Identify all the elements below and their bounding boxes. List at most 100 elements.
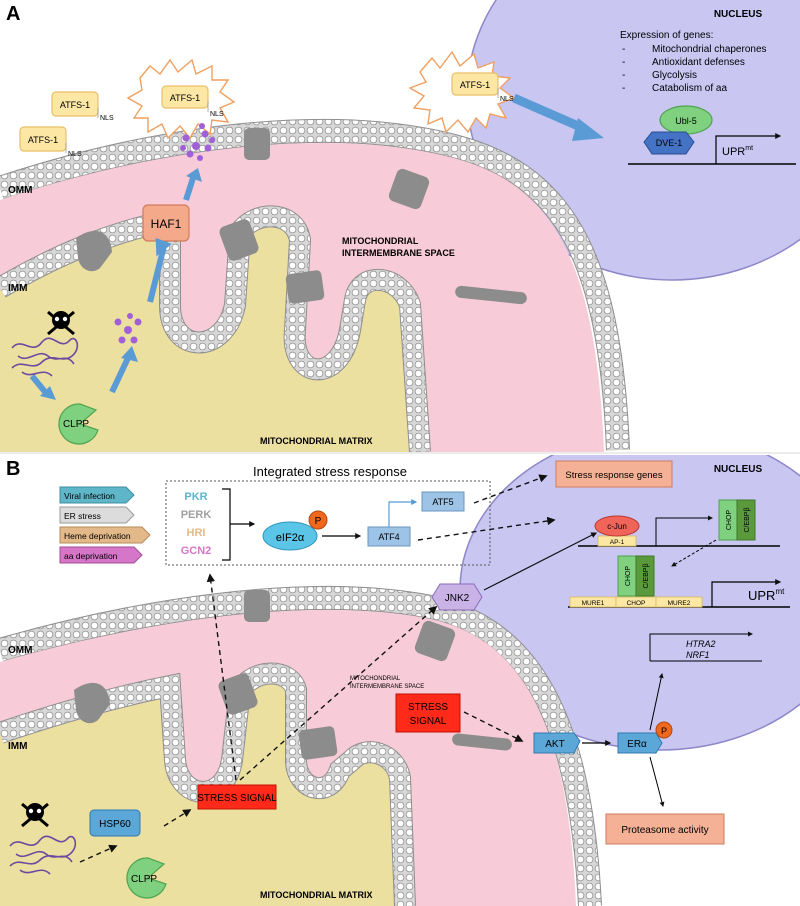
- era: ERα P: [617, 721, 673, 754]
- svg-text:eIF2α: eIF2α: [276, 532, 305, 544]
- chop-cebpb-1: CHOP C/EBPβ: [718, 499, 756, 541]
- gene-list-a: Expression of genes: - Mitochondrial cha…: [620, 30, 767, 94]
- stimulus-aa: aa deprivation: [59, 546, 143, 564]
- svg-text:ERα: ERα: [627, 739, 647, 750]
- atfs1-starburst-mito: ATFS-1 NLS: [126, 58, 236, 140]
- gene-item: Catabolism of aa: [652, 83, 727, 94]
- svg-text:AP-1: AP-1: [610, 539, 625, 546]
- svg-text:MURE2: MURE2: [668, 600, 691, 607]
- dashed-arrows-b: [79, 474, 556, 863]
- omm-protein-1: [244, 128, 270, 160]
- nrf1: NRF1: [686, 650, 710, 660]
- stress-signal-ims: STRESS SIGNAL: [395, 693, 461, 733]
- omm-protein-b-1: [244, 590, 270, 622]
- svg-text:P: P: [315, 516, 322, 527]
- clpp-protease-a: CLPP: [58, 403, 99, 445]
- haf1-transporter: HAF1: [142, 204, 190, 242]
- atfs1-cytosol-1: ATFS-1 NLS: [51, 91, 114, 122]
- genes-title: Expression of genes:: [620, 30, 713, 41]
- atf5: ATF5: [421, 491, 465, 512]
- svg-text:-: -: [622, 57, 625, 68]
- kinase-gcn2: GCN2: [181, 545, 212, 557]
- chop-cebpb-2: CHOP C/EBPβ: [617, 555, 655, 597]
- gene-item: Glycolysis: [652, 70, 697, 81]
- skull-icon-b: [21, 802, 49, 828]
- svg-text:-: -: [622, 83, 625, 94]
- svg-text:MURE1: MURE1: [582, 600, 605, 607]
- svg-text:HAF1: HAF1: [151, 217, 182, 231]
- misfolded-protein-icon: [11, 337, 79, 377]
- nucleus-label-b: NUCLEUS: [714, 464, 763, 475]
- clpp-protease-b: CLPP: [126, 857, 167, 899]
- gene-item: Antioxidant defenses: [652, 57, 745, 68]
- svg-text:ATF4: ATF4: [378, 532, 399, 542]
- misfolded-protein-icon-b: [9, 835, 77, 875]
- htra2: HTRA2: [686, 639, 716, 649]
- svg-text:C/EBPβ: C/EBPβ: [744, 507, 751, 532]
- svg-text:ATFS-1: ATFS-1: [60, 100, 90, 110]
- imm-label-a: IMM: [8, 283, 27, 294]
- svg-text:CLPP: CLPP: [63, 419, 89, 430]
- svg-text:-: -: [622, 44, 625, 55]
- gene-item: Mitochondrial chaperones: [652, 44, 767, 55]
- svg-text:SIGNAL: SIGNAL: [410, 716, 447, 727]
- stimulus-viral: Viral infection: [59, 486, 135, 504]
- arrow-jnk2-cjun: [483, 532, 598, 591]
- svg-text:ATFS-1: ATFS-1: [460, 80, 490, 90]
- arrow-upr-b: [711, 579, 782, 607]
- matrix-b: [0, 673, 405, 906]
- svg-text:NLS: NLS: [68, 151, 82, 158]
- ims-label-a-2: INTERMEMBRANE SPACE: [342, 248, 455, 258]
- matrix-label-a: MITOCHONDRIAL MATRIX: [260, 436, 373, 446]
- matrix-a: [0, 216, 420, 452]
- svg-text:DVE-1: DVE-1: [656, 138, 683, 148]
- flow-arrows-a: [29, 93, 604, 400]
- stress-signal-matrix: STRESS SIGNAL: [197, 784, 277, 810]
- dve1: [643, 131, 695, 155]
- svg-text:STRESS: STRESS: [408, 702, 448, 713]
- ims-label-b-1: MITOCHONDRIAL: [350, 676, 401, 682]
- svg-text:ER stress: ER stress: [64, 511, 101, 521]
- svg-text:STRESS SIGNAL: STRESS SIGNAL: [197, 793, 277, 804]
- skull-icon: [47, 310, 75, 336]
- phospho-era-icon: [655, 721, 673, 739]
- imm-protein-b-4: [452, 733, 512, 751]
- atfs1-starburst-nucleus: ATFS-1 NLS: [408, 50, 516, 134]
- arrow-chop-down: [671, 539, 717, 567]
- imm-protein-4: [455, 285, 527, 305]
- isr-title: Integrated stress response: [253, 464, 407, 479]
- kinase-pkr: PKR: [184, 491, 207, 503]
- stimulus-er: ER stress: [59, 506, 135, 524]
- kinase-bracket: [222, 488, 254, 561]
- svg-text:NLS: NLS: [500, 96, 514, 103]
- kinase-perk: PERK: [181, 509, 212, 521]
- svg-text:c-Jun: c-Jun: [607, 522, 627, 531]
- nucleus-label-a: NUCLEUS: [714, 9, 763, 20]
- arrow-era-genes: [649, 673, 664, 731]
- phospho-icon: [308, 510, 328, 530]
- svg-text:Proteasome activity: Proteasome activity: [621, 825, 708, 836]
- ims-label-b-2: INTERMEMBRANE SPACE: [350, 684, 424, 690]
- svg-text:CHOP: CHOP: [627, 600, 646, 607]
- svg-text:ATF5: ATF5: [432, 497, 453, 507]
- stimulus-heme: Heme deprivation: [59, 526, 151, 544]
- arrow-era-proteasome: [649, 756, 665, 807]
- panel-b-letter: B: [6, 458, 20, 480]
- omm-protein-b-2: [414, 620, 456, 662]
- ims-label-a-1: MITOCHONDRIAL: [342, 236, 419, 246]
- imm-protein-b-3: [298, 726, 338, 760]
- peptides-cytosol: [180, 123, 215, 161]
- svg-text:CHOP: CHOP: [726, 510, 733, 531]
- svg-text:Heme deprivation: Heme deprivation: [64, 531, 131, 541]
- imm-protein-2: [219, 219, 259, 261]
- stress-response-genes: Stress response genes: [555, 460, 673, 488]
- panel-a: A NUCLEUS OMM IMM MITOCHONDRIAL INTERMEM…: [0, 0, 800, 452]
- svg-text:JNK2: JNK2: [445, 593, 470, 604]
- kinase-hri: HRI: [187, 527, 206, 539]
- eif2a: eIF2α P: [262, 510, 328, 551]
- atf4: ATF4: [367, 526, 411, 547]
- omm-label-a: OMM: [8, 185, 32, 196]
- arrow-cjun-chop: [655, 515, 713, 546]
- uprmt-b: UPRmt: [748, 587, 785, 603]
